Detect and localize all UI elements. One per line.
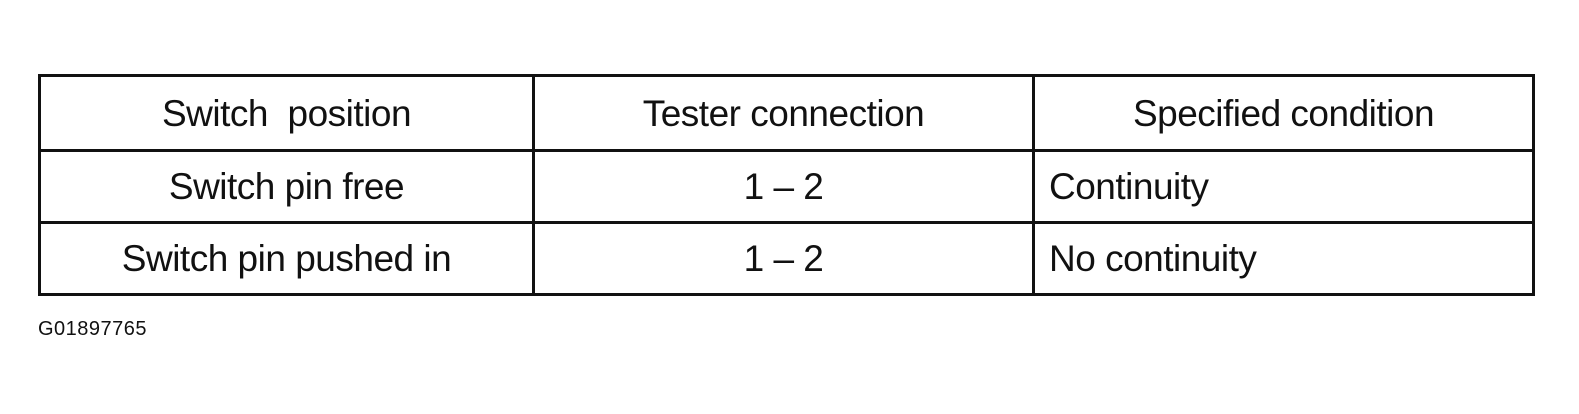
cell-tester-connection: 1 – 2	[532, 149, 1035, 224]
header-specified-condition: Specified condition	[1032, 74, 1535, 152]
cell-tester-connection: 1 – 2	[532, 221, 1035, 296]
header-switch-position: Switch position	[38, 74, 535, 152]
header-tester-connection: Tester connection	[532, 74, 1035, 152]
figure-id-label: G01897765	[38, 318, 148, 340]
cell-specified-condition: No continuity	[1032, 221, 1535, 296]
cell-switch-position: Switch pin free	[38, 149, 535, 224]
cell-specified-condition: Continuity	[1032, 149, 1535, 224]
table-header-row: Switch position Tester connection Specif…	[38, 74, 1535, 152]
cell-switch-position: Switch pin pushed in	[38, 221, 535, 296]
table-row: Switch pin pushed in 1 – 2 No continuity	[38, 221, 1535, 296]
table-row: Switch pin free 1 – 2 Continuity	[38, 149, 1535, 224]
switch-inspection-table: Switch position Tester connection Specif…	[38, 74, 1535, 296]
